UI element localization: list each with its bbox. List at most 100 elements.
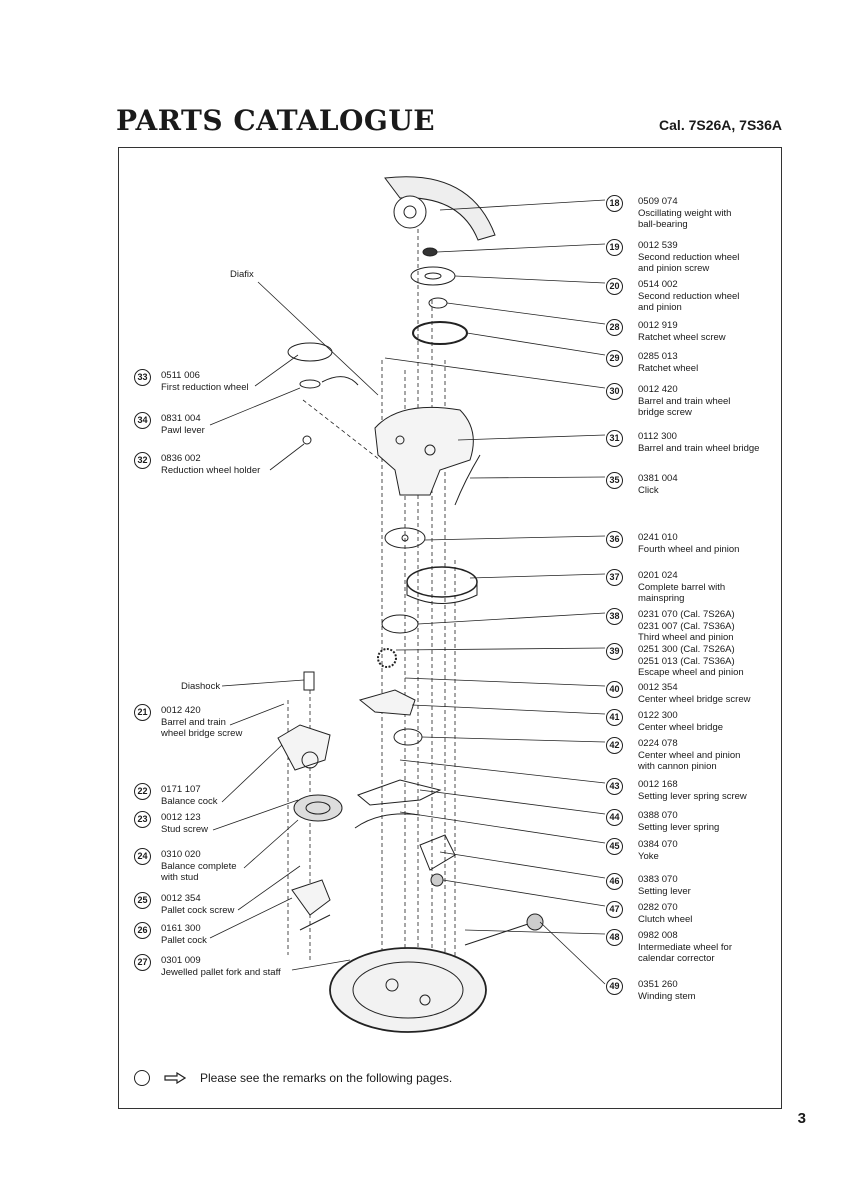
part-name-line: First reduction wheel [161,381,249,393]
part-name-line: Clutch wheel [638,913,693,925]
part-name-line: and pinion [638,302,682,313]
part-name-line: Setting lever [638,885,691,897]
part-code: 0224 078 [638,738,678,749]
page-title: PARTS CATALOGUE [116,104,436,137]
part-name-line: Center wheel bridge [638,721,724,733]
part-number-badge: 20 [606,278,623,295]
part-name-line: Pallet cock screw [161,904,235,916]
part-name-line: Pallet cock [161,934,207,946]
part-number-badge: 49 [606,978,623,995]
part-name-line: Second reduction wheel [638,251,740,263]
part-code: 0171 107 [161,784,201,795]
part-name-line: 0231 007 (Cal. 7S36A) [638,620,735,632]
part-code: 0511 006 [161,370,200,381]
part-code: 0836 002 [161,453,201,464]
part-code: 0012 123 [161,812,201,823]
part-number-badge: 34 [134,412,151,429]
part-number-badge: 30 [606,383,623,400]
part-name-line: mainspring [638,593,685,604]
part-name-line: Second reduction wheel [638,290,740,302]
part-number-badge: 37 [606,569,623,586]
part-name-line: Balance cock [161,795,218,807]
part-code: 0012 539 [638,240,678,251]
part-name-line: wheel bridge screw [161,728,243,739]
part-number-badge: 19 [606,239,623,256]
part-number-badge: 39 [606,643,623,660]
part-code: 0251 300 (Cal. 7S26A) [638,644,735,655]
part-name-line: Yoke [638,850,659,862]
calibre-label: Cal. 7S26A, 7S36A [659,117,782,133]
part-number-badge: 32 [134,452,151,469]
part-code: 0383 070 [638,874,678,885]
part-code: 0161 300 [161,923,201,934]
part-name-line: Setting lever spring [638,821,720,833]
part-number-badge: 48 [606,929,623,946]
part-name-line: with cannon pinion [638,761,717,772]
part-number-badge: 21 [134,704,151,721]
part-code: 0112 300 [638,431,677,442]
part-code: 0231 070 (Cal. 7S26A) [638,609,735,620]
part-number-badge: 47 [606,901,623,918]
part-code: 0012 354 [638,682,678,693]
part-name-line: Click [638,484,659,496]
part-name-line: Oscillating weight with [638,207,732,219]
part-code: 0012 919 [638,320,678,331]
part-code: 0012 168 [638,779,678,790]
part-name-line: Jewelled pallet fork and staff [161,966,281,978]
part-code: 0831 004 [161,413,201,424]
part-number-badge: 42 [606,737,623,754]
part-name-line: Ratchet wheel [638,362,699,374]
part-description: 0231 070 (Cal. 7S26A)0231 007 (Cal. 7S36… [638,609,735,644]
part-code: 0351 260 [638,979,678,990]
part-name-line: with stud [161,872,199,883]
part-number-badge: 27 [134,954,151,971]
part-name-line: Setting lever spring screw [638,790,747,802]
part-description: 0251 300 (Cal. 7S26A)0251 013 (Cal. 7S36… [638,644,744,679]
part-code: 0381 004 [638,473,678,484]
part-number-badge: 33 [134,369,151,386]
part-name-line: Barrel and train wheel [638,395,731,407]
part-number-badge: 46 [606,873,623,890]
part-code: 0310 020 [161,849,201,860]
part-code: 0285 013 [638,351,678,362]
part-number-badge: 24 [134,848,151,865]
part-name-line: Center wheel bridge screw [638,693,751,705]
part-name-line: Barrel and train [161,716,226,728]
part-code: 0509 074 [638,196,678,207]
part-name-line: and pinion screw [638,263,710,274]
part-number-badge: 43 [606,778,623,795]
part-number-badge: 35 [606,472,623,489]
circle-marker-icon [134,1070,150,1086]
diagram-frame [118,147,782,1109]
part-number-badge: 29 [606,350,623,367]
part-name-line: Escape wheel and pinion [638,667,744,678]
part-code: 0012 420 [161,705,201,716]
part-name-line: Complete barrel with [638,581,726,593]
part-number-badge: 38 [606,608,623,625]
part-number-badge: 18 [606,195,623,212]
part-code: 0384 070 [638,839,678,850]
part-number-badge: 28 [606,319,623,336]
part-number-badge: 41 [606,709,623,726]
part-name-line: Winding stem [638,990,696,1002]
part-number-badge: 40 [606,681,623,698]
part-number-badge: 25 [134,892,151,909]
diafix-label: Diafix [230,269,254,280]
